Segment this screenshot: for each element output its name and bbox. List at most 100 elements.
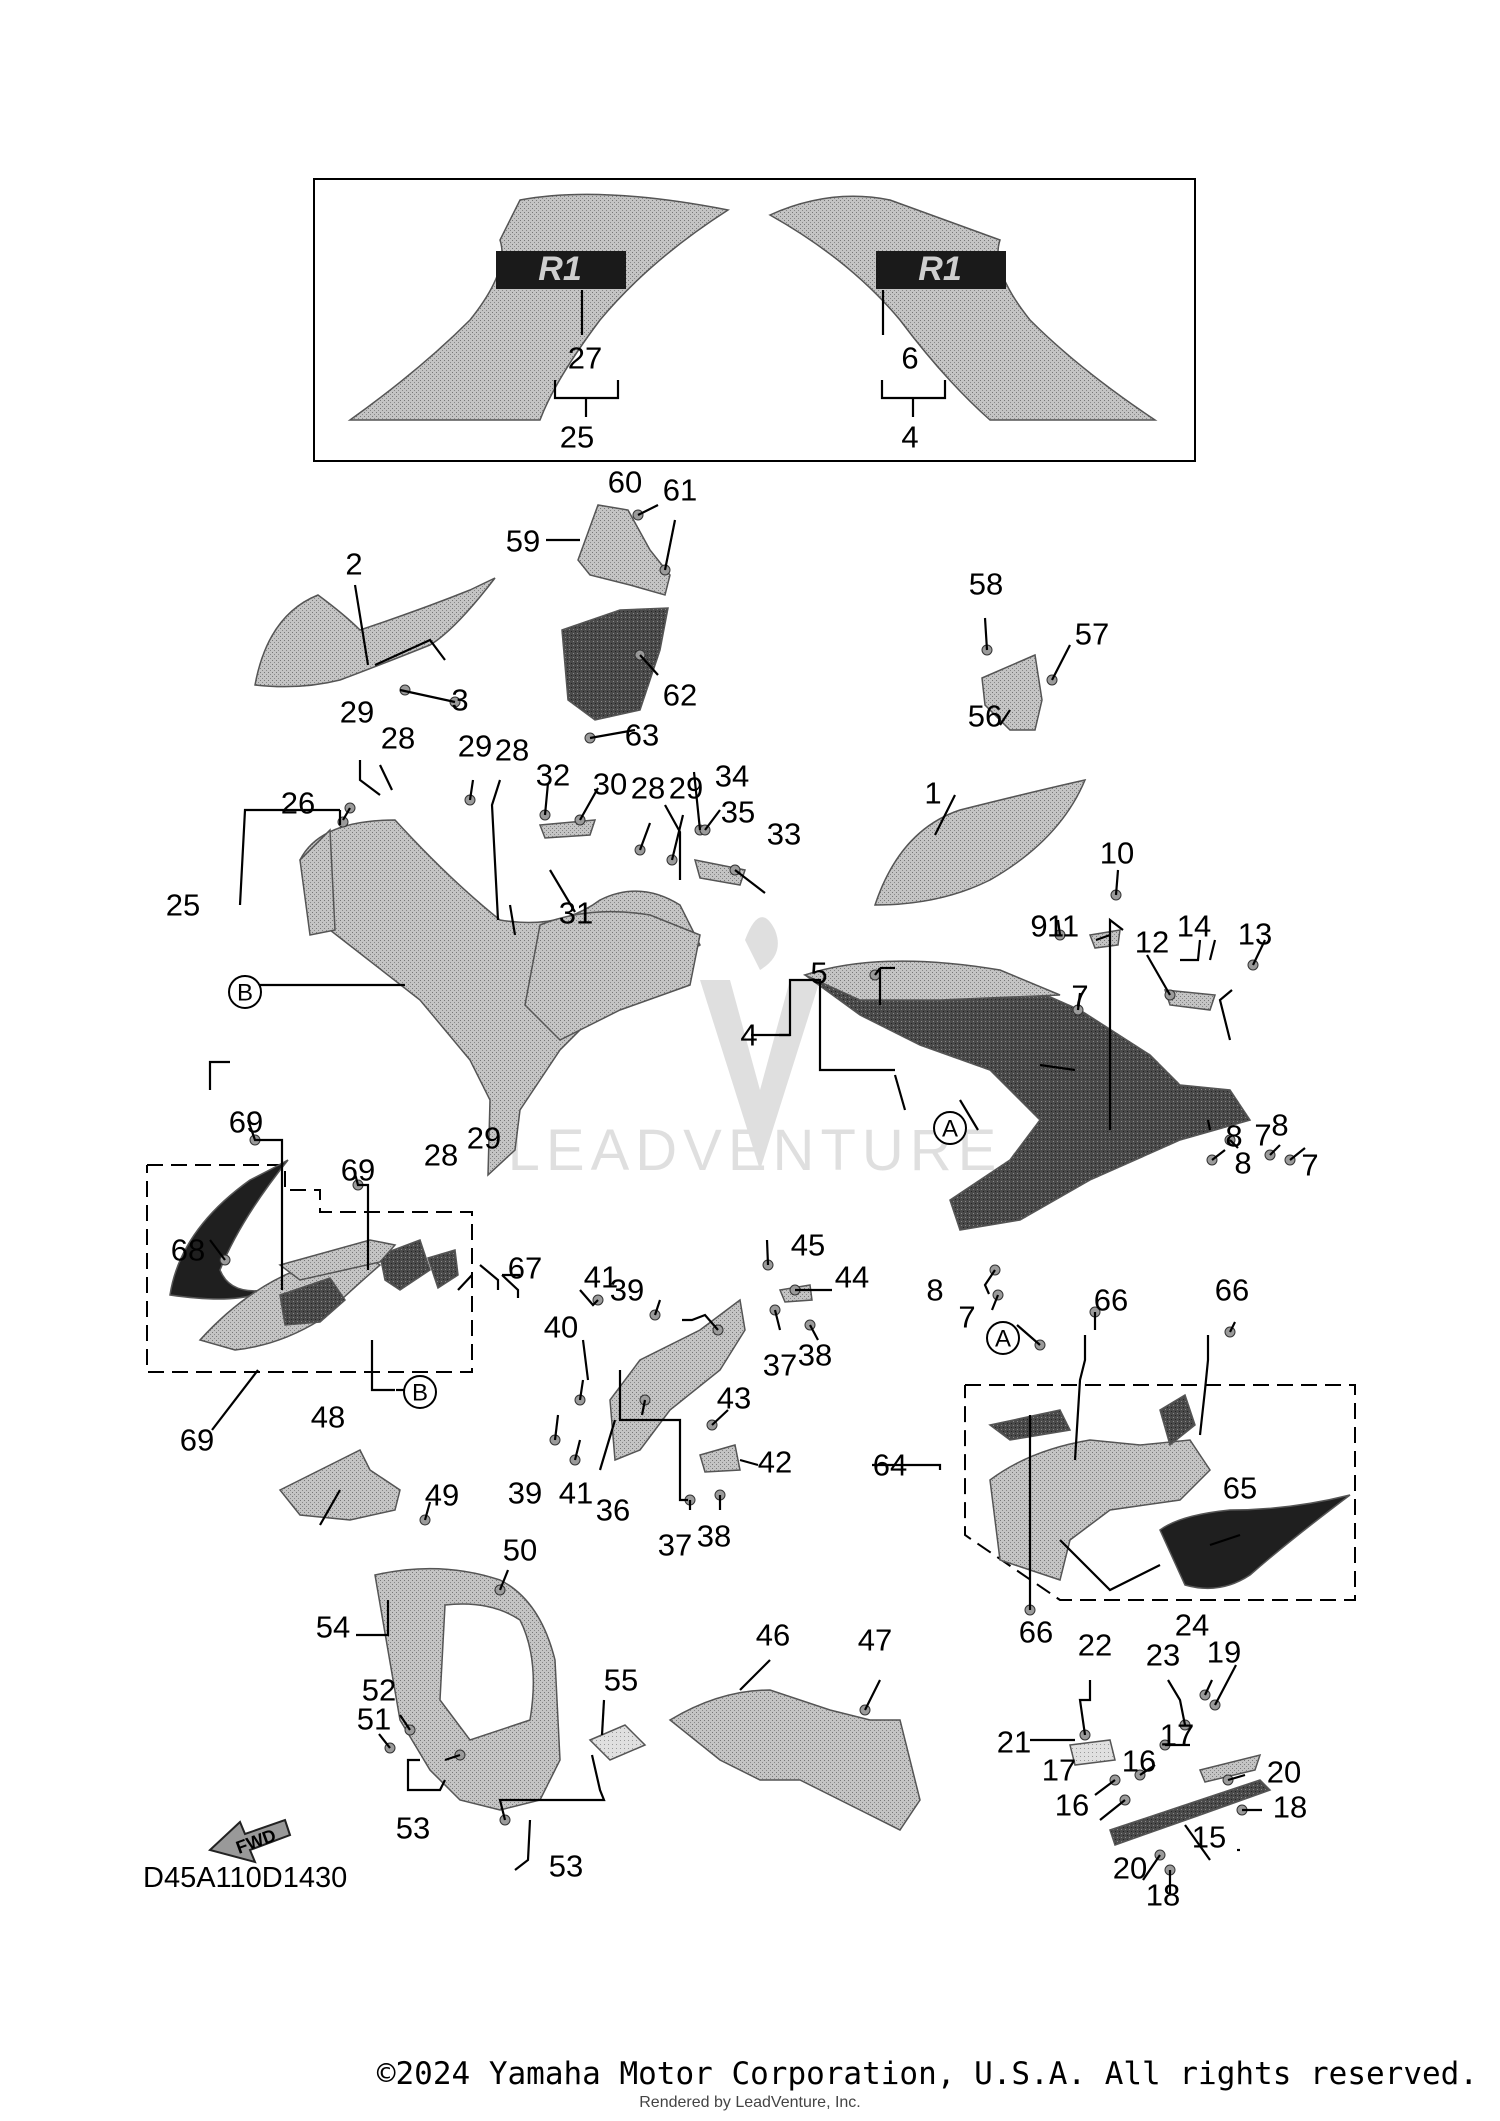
part-number-label[interactable]: 23 bbox=[1146, 1638, 1180, 1673]
part-number-label[interactable]: 49 bbox=[425, 1478, 459, 1513]
part-number-label[interactable]: 24 bbox=[1175, 1608, 1209, 1643]
part-number-label[interactable]: 63 bbox=[625, 718, 659, 753]
part-number-label[interactable]: 38 bbox=[798, 1338, 832, 1373]
part-number-label[interactable]: 59 bbox=[506, 524, 540, 559]
part-number-label[interactable]: 37 bbox=[763, 1348, 797, 1383]
part-21-bracket[interactable] bbox=[1069, 1739, 1116, 1766]
part-number-label[interactable]: 21 bbox=[997, 1725, 1031, 1760]
part-number-label[interactable]: 52 bbox=[362, 1673, 396, 1708]
part-number-label[interactable]: 67 bbox=[508, 1251, 542, 1286]
part-number-label[interactable]: 28 bbox=[381, 721, 415, 756]
part-number-label[interactable]: 53 bbox=[549, 1849, 583, 1884]
part-number-label[interactable]: 39 bbox=[610, 1273, 644, 1308]
part-number-label[interactable]: 22 bbox=[1078, 1628, 1112, 1663]
part-number-label[interactable]: 6 bbox=[901, 341, 918, 376]
part-number-label[interactable]: 28 bbox=[495, 733, 529, 768]
part-number-label[interactable]: 31 bbox=[559, 896, 593, 931]
part-number-label[interactable]: 44 bbox=[835, 1260, 869, 1295]
part-number-label[interactable]: 4 bbox=[901, 420, 918, 455]
part-number-label[interactable]: 8 bbox=[926, 1273, 943, 1308]
part-number-label[interactable]: 19 bbox=[1207, 1635, 1241, 1670]
part-67-duct-b[interactable] bbox=[379, 1239, 431, 1291]
part-number-label[interactable]: 57 bbox=[1075, 617, 1109, 652]
part-number-label[interactable]: 26 bbox=[281, 786, 315, 821]
part-64-duct-b[interactable] bbox=[1159, 1393, 1196, 1447]
part-number-label[interactable]: 13 bbox=[1238, 917, 1272, 952]
part-number-label[interactable]: 7 bbox=[1254, 1118, 1271, 1153]
part-number-label[interactable]: 1 bbox=[924, 776, 941, 811]
part-number-label[interactable]: 51 bbox=[357, 1702, 391, 1737]
part-number-label[interactable]: 12 bbox=[1135, 925, 1169, 960]
part-number-label[interactable]: 29 bbox=[467, 1121, 501, 1156]
part-number-label[interactable]: 11 bbox=[1047, 909, 1079, 944]
part-number-label[interactable]: 48 bbox=[311, 1400, 345, 1435]
part-67-upper-trim[interactable] bbox=[278, 1239, 397, 1281]
part-number-label[interactable]: 34 bbox=[715, 759, 749, 794]
part-number-label[interactable]: 62 bbox=[663, 678, 697, 713]
part-number-label[interactable]: 32 bbox=[536, 758, 570, 793]
part-15-strip[interactable] bbox=[1109, 1779, 1272, 1846]
part-number-label[interactable]: 42 bbox=[758, 1445, 792, 1480]
part-number-label[interactable]: 18 bbox=[1273, 1790, 1307, 1825]
part-number-label[interactable]: 7 bbox=[958, 1300, 975, 1335]
part-number-label[interactable]: 37 bbox=[658, 1528, 692, 1563]
part-number-label[interactable]: 66 bbox=[1094, 1283, 1128, 1318]
part-number-label[interactable]: 69 bbox=[341, 1153, 375, 1188]
part-9-clip[interactable] bbox=[1088, 929, 1121, 949]
part-number-label[interactable]: 41 bbox=[584, 1260, 618, 1295]
part-number-label[interactable]: 38 bbox=[697, 1519, 731, 1554]
part-number-label[interactable]: 2 bbox=[345, 547, 362, 582]
part-number-label[interactable]: 55 bbox=[604, 1663, 638, 1698]
part-number-label[interactable]: 16 bbox=[1055, 1788, 1089, 1823]
part-30-bracket[interactable] bbox=[538, 819, 597, 839]
part-42-bracket[interactable] bbox=[699, 1444, 741, 1473]
part-67-duct-a[interactable] bbox=[279, 1277, 346, 1326]
part-number-label[interactable]: 65 bbox=[1223, 1471, 1257, 1506]
part-number-label[interactable]: 5 bbox=[810, 956, 827, 991]
part-number-label[interactable]: 15 bbox=[1192, 1820, 1226, 1855]
part-number-label[interactable]: 45 bbox=[791, 1228, 825, 1263]
part-number-label[interactable]: 40 bbox=[544, 1310, 578, 1345]
part-2-upper-cowl[interactable] bbox=[254, 577, 496, 688]
part-59-bracket[interactable] bbox=[577, 504, 671, 596]
part-number-label[interactable]: 17 bbox=[1160, 1718, 1194, 1753]
part-19-bracket[interactable] bbox=[1198, 1753, 1262, 1783]
part-46-lower-panel[interactable] bbox=[668, 1689, 921, 1831]
part-33-bracket[interactable] bbox=[693, 859, 746, 886]
part-number-label[interactable]: 39 bbox=[508, 1476, 542, 1511]
part-number-label[interactable]: 54 bbox=[316, 1610, 350, 1645]
part-number-label[interactable]: 4 bbox=[740, 1018, 757, 1053]
part-1-side-panel[interactable] bbox=[873, 778, 1087, 906]
part-number-label[interactable]: 29 bbox=[669, 771, 703, 806]
part-number-label[interactable]: 35 bbox=[721, 795, 755, 830]
part-number-label[interactable]: 9 bbox=[1030, 909, 1047, 944]
part-number-label[interactable]: 10 bbox=[1100, 836, 1134, 871]
part-number-label[interactable]: 7 bbox=[1071, 979, 1088, 1014]
part-number-label[interactable]: 33 bbox=[767, 817, 801, 852]
part-number-label[interactable]: 53 bbox=[396, 1811, 430, 1846]
part-number-label[interactable]: 36 bbox=[596, 1493, 630, 1528]
part-number-label[interactable]: 64 bbox=[873, 1448, 907, 1483]
part-26-inner-trim[interactable] bbox=[299, 828, 336, 936]
part-number-label[interactable]: 29 bbox=[340, 695, 374, 730]
part-number-label[interactable]: 47 bbox=[858, 1623, 892, 1658]
part-25-left-side-cowl-lower[interactable] bbox=[524, 910, 701, 1041]
part-number-label[interactable]: 46 bbox=[756, 1618, 790, 1653]
part-number-label[interactable]: 14 bbox=[1177, 909, 1211, 944]
part-number-label[interactable]: 28 bbox=[631, 771, 665, 806]
part-65-trim-strip[interactable] bbox=[1159, 1494, 1351, 1590]
part-number-label[interactable]: 66 bbox=[1215, 1273, 1249, 1308]
part-number-label[interactable]: 3 bbox=[451, 683, 468, 718]
part-number-label[interactable]: 56 bbox=[968, 699, 1002, 734]
part-56-mirror-cover[interactable] bbox=[981, 653, 1043, 731]
part-number-label[interactable]: 68 bbox=[171, 1233, 205, 1268]
part-number-label[interactable]: 8 bbox=[1271, 1108, 1288, 1143]
part-number-label[interactable]: 41 bbox=[559, 1476, 593, 1511]
part-number-label[interactable]: 20 bbox=[1113, 1851, 1147, 1886]
part-25-left-side-cowl[interactable] bbox=[299, 819, 701, 1177]
part-number-label[interactable]: 18 bbox=[1146, 1878, 1180, 1913]
part-number-label[interactable]: 69 bbox=[229, 1105, 263, 1140]
part-number-label[interactable]: 25 bbox=[560, 420, 594, 455]
part-62-inner-panel[interactable] bbox=[561, 607, 669, 721]
part-number-label[interactable]: 27 bbox=[568, 341, 602, 376]
